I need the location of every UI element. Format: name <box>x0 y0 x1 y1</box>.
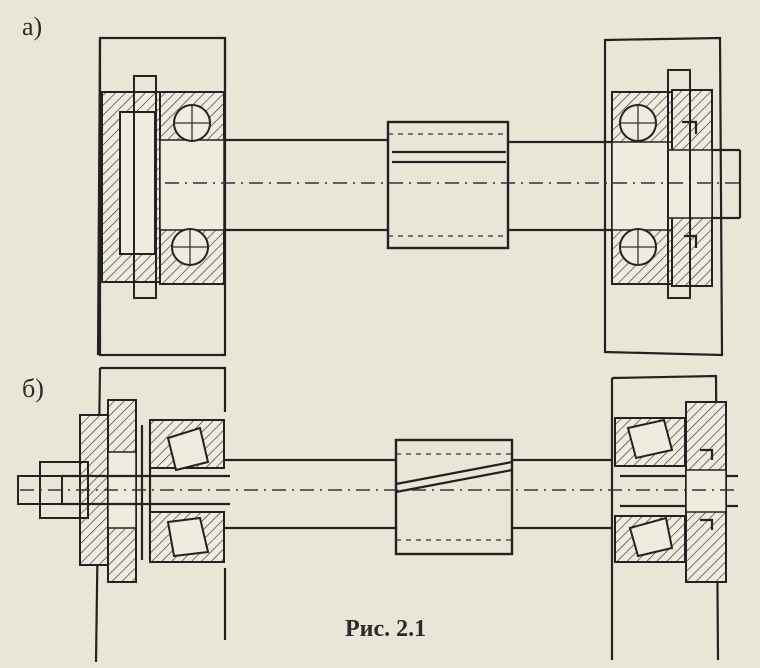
view-a-label: а) <box>22 12 43 41</box>
ball-bearing-icon <box>619 228 657 266</box>
view-a-right-housing <box>603 36 724 357</box>
view-a <box>96 36 742 357</box>
view-b-right-housing <box>610 374 727 661</box>
ball-bearing-icon <box>171 228 209 266</box>
tapered-roller-icon <box>626 418 674 460</box>
view-b-label: б) <box>22 374 44 403</box>
tapered-roller-icon <box>628 516 674 558</box>
view-a-left-housing <box>96 36 227 357</box>
ball-bearing-icon <box>619 104 657 142</box>
tapered-roller-icon <box>166 426 210 472</box>
view-b <box>17 366 740 663</box>
view-b-left-housing <box>17 366 227 663</box>
figure-caption: Рис. 2.1 <box>345 616 427 642</box>
ball-bearing-icon <box>173 104 211 142</box>
view-b-helical-gear <box>394 438 514 556</box>
tapered-roller-icon <box>166 516 210 558</box>
view-a-gear <box>386 120 510 250</box>
